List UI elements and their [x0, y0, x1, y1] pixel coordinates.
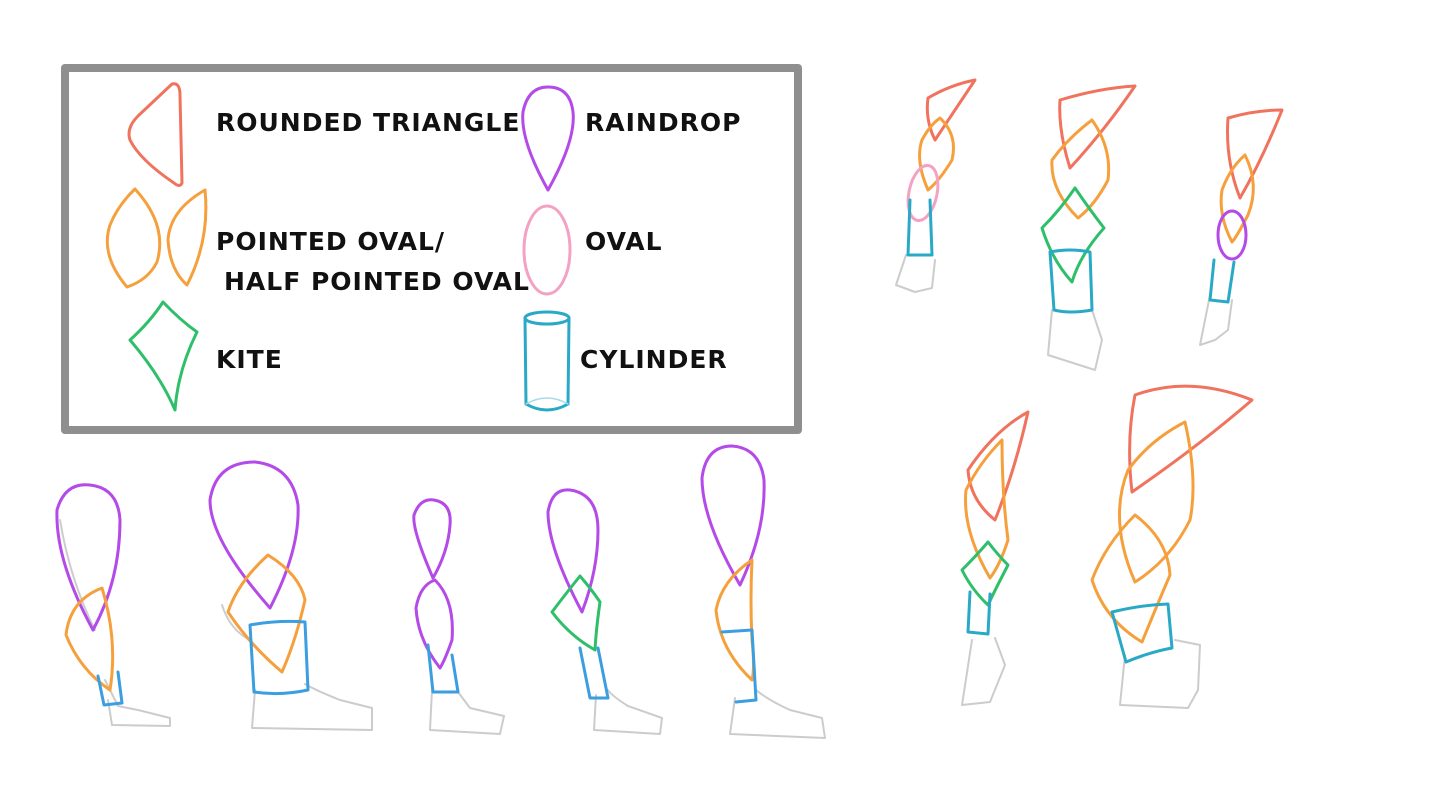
kite-shape — [128, 300, 199, 412]
leg-sketch-4 — [546, 488, 663, 735]
arm-sketch-4 — [960, 410, 1030, 706]
rounded-triangle-shape — [127, 82, 184, 187]
label-cylinder: CYLINDER — [580, 345, 728, 374]
leg-sketch-3 — [412, 498, 505, 735]
label-pointed-oval: POINTED OVAL/ — [216, 227, 445, 256]
arm-sketch-1 — [895, 78, 977, 293]
oval-shape — [522, 204, 572, 296]
half-pointed-oval-shape — [166, 188, 208, 287]
leg-sketch-1 — [55, 483, 171, 727]
label-kite: KITE — [216, 345, 283, 374]
leg-sketch-2 — [208, 460, 373, 731]
label-rounded-triangle: ROUNDED TRIANGLE — [216, 108, 520, 137]
arm-sketch-5 — [1090, 384, 1254, 709]
raindrop-shape — [521, 85, 575, 192]
legend-frame — [61, 64, 802, 434]
legend-panel: ROUNDED TRIANGLE RAINDROP POINTED OVAL/ … — [61, 64, 802, 434]
label-oval: OVAL — [585, 227, 663, 256]
label-raindrop: RAINDROP — [585, 108, 741, 137]
cylinder-shape — [523, 310, 571, 412]
arm-sketch-2 — [1040, 84, 1137, 371]
arm-sketches — [895, 78, 1284, 709]
leg-sketches — [55, 444, 826, 739]
arm-sketch-3 — [1199, 108, 1284, 346]
label-half-pointed-oval: HALF POINTED OVAL — [224, 267, 530, 296]
leg-sketch-5 — [700, 444, 826, 739]
pointed-oval-shape — [105, 187, 162, 289]
